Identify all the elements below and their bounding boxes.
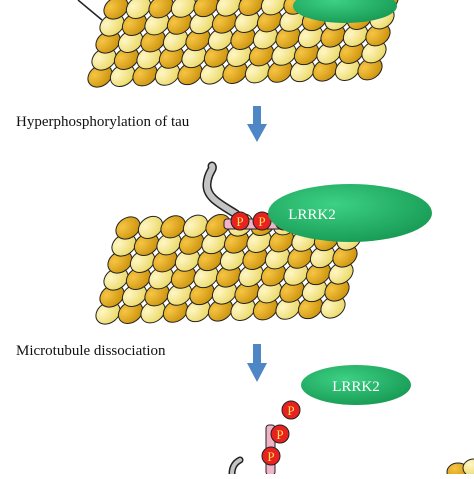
step-label-dissociation: Microtubule dissociation xyxy=(16,343,166,359)
phospho-label: P xyxy=(276,427,283,442)
phospho-group: P xyxy=(230,211,250,231)
pointer-line xyxy=(77,0,103,21)
lrrk2-top-partial xyxy=(293,0,397,23)
lrrk2-label: LRRK2 xyxy=(288,207,336,223)
tubulin-subunit xyxy=(148,0,174,19)
phospho-label: P xyxy=(236,214,243,229)
phospho-label: P xyxy=(287,403,294,418)
tubulin-subunit xyxy=(125,0,152,19)
tubulin-subunit xyxy=(182,214,209,238)
tubulin-subunit xyxy=(160,215,186,239)
lrrk2-label: LRRK2 xyxy=(332,379,380,395)
tubulin-subunit xyxy=(260,0,287,16)
lrrk2-bottom: LRRK2 xyxy=(301,365,411,405)
tubulin-subunit xyxy=(193,0,219,18)
arrow-down-1 xyxy=(247,106,267,142)
tubulin-subunit xyxy=(137,215,164,239)
tubulin-subunit xyxy=(103,0,129,20)
step-label-hyperphosphorylation: Hyperphosphorylation of tau xyxy=(16,114,190,130)
phospho-label: P xyxy=(267,449,274,464)
arrow-down-2 xyxy=(247,344,267,382)
phospho-group: P xyxy=(281,400,301,420)
lrrk2-middle: LRRK2 xyxy=(268,184,432,242)
phospho-group: P xyxy=(270,424,290,444)
phospho-group: P xyxy=(252,211,272,231)
phospho-label: P xyxy=(258,214,265,229)
tubulin-subunit xyxy=(215,0,242,17)
phospho-group: P xyxy=(261,446,281,466)
free-tubulin-bottom xyxy=(446,458,474,479)
tubulin-subunit xyxy=(115,216,141,240)
phospho-cluster-bottom: P P P xyxy=(261,400,301,476)
tubulin-subunit xyxy=(170,0,197,18)
microtubule-middle xyxy=(95,210,366,325)
tubulin-subunit xyxy=(238,0,264,16)
